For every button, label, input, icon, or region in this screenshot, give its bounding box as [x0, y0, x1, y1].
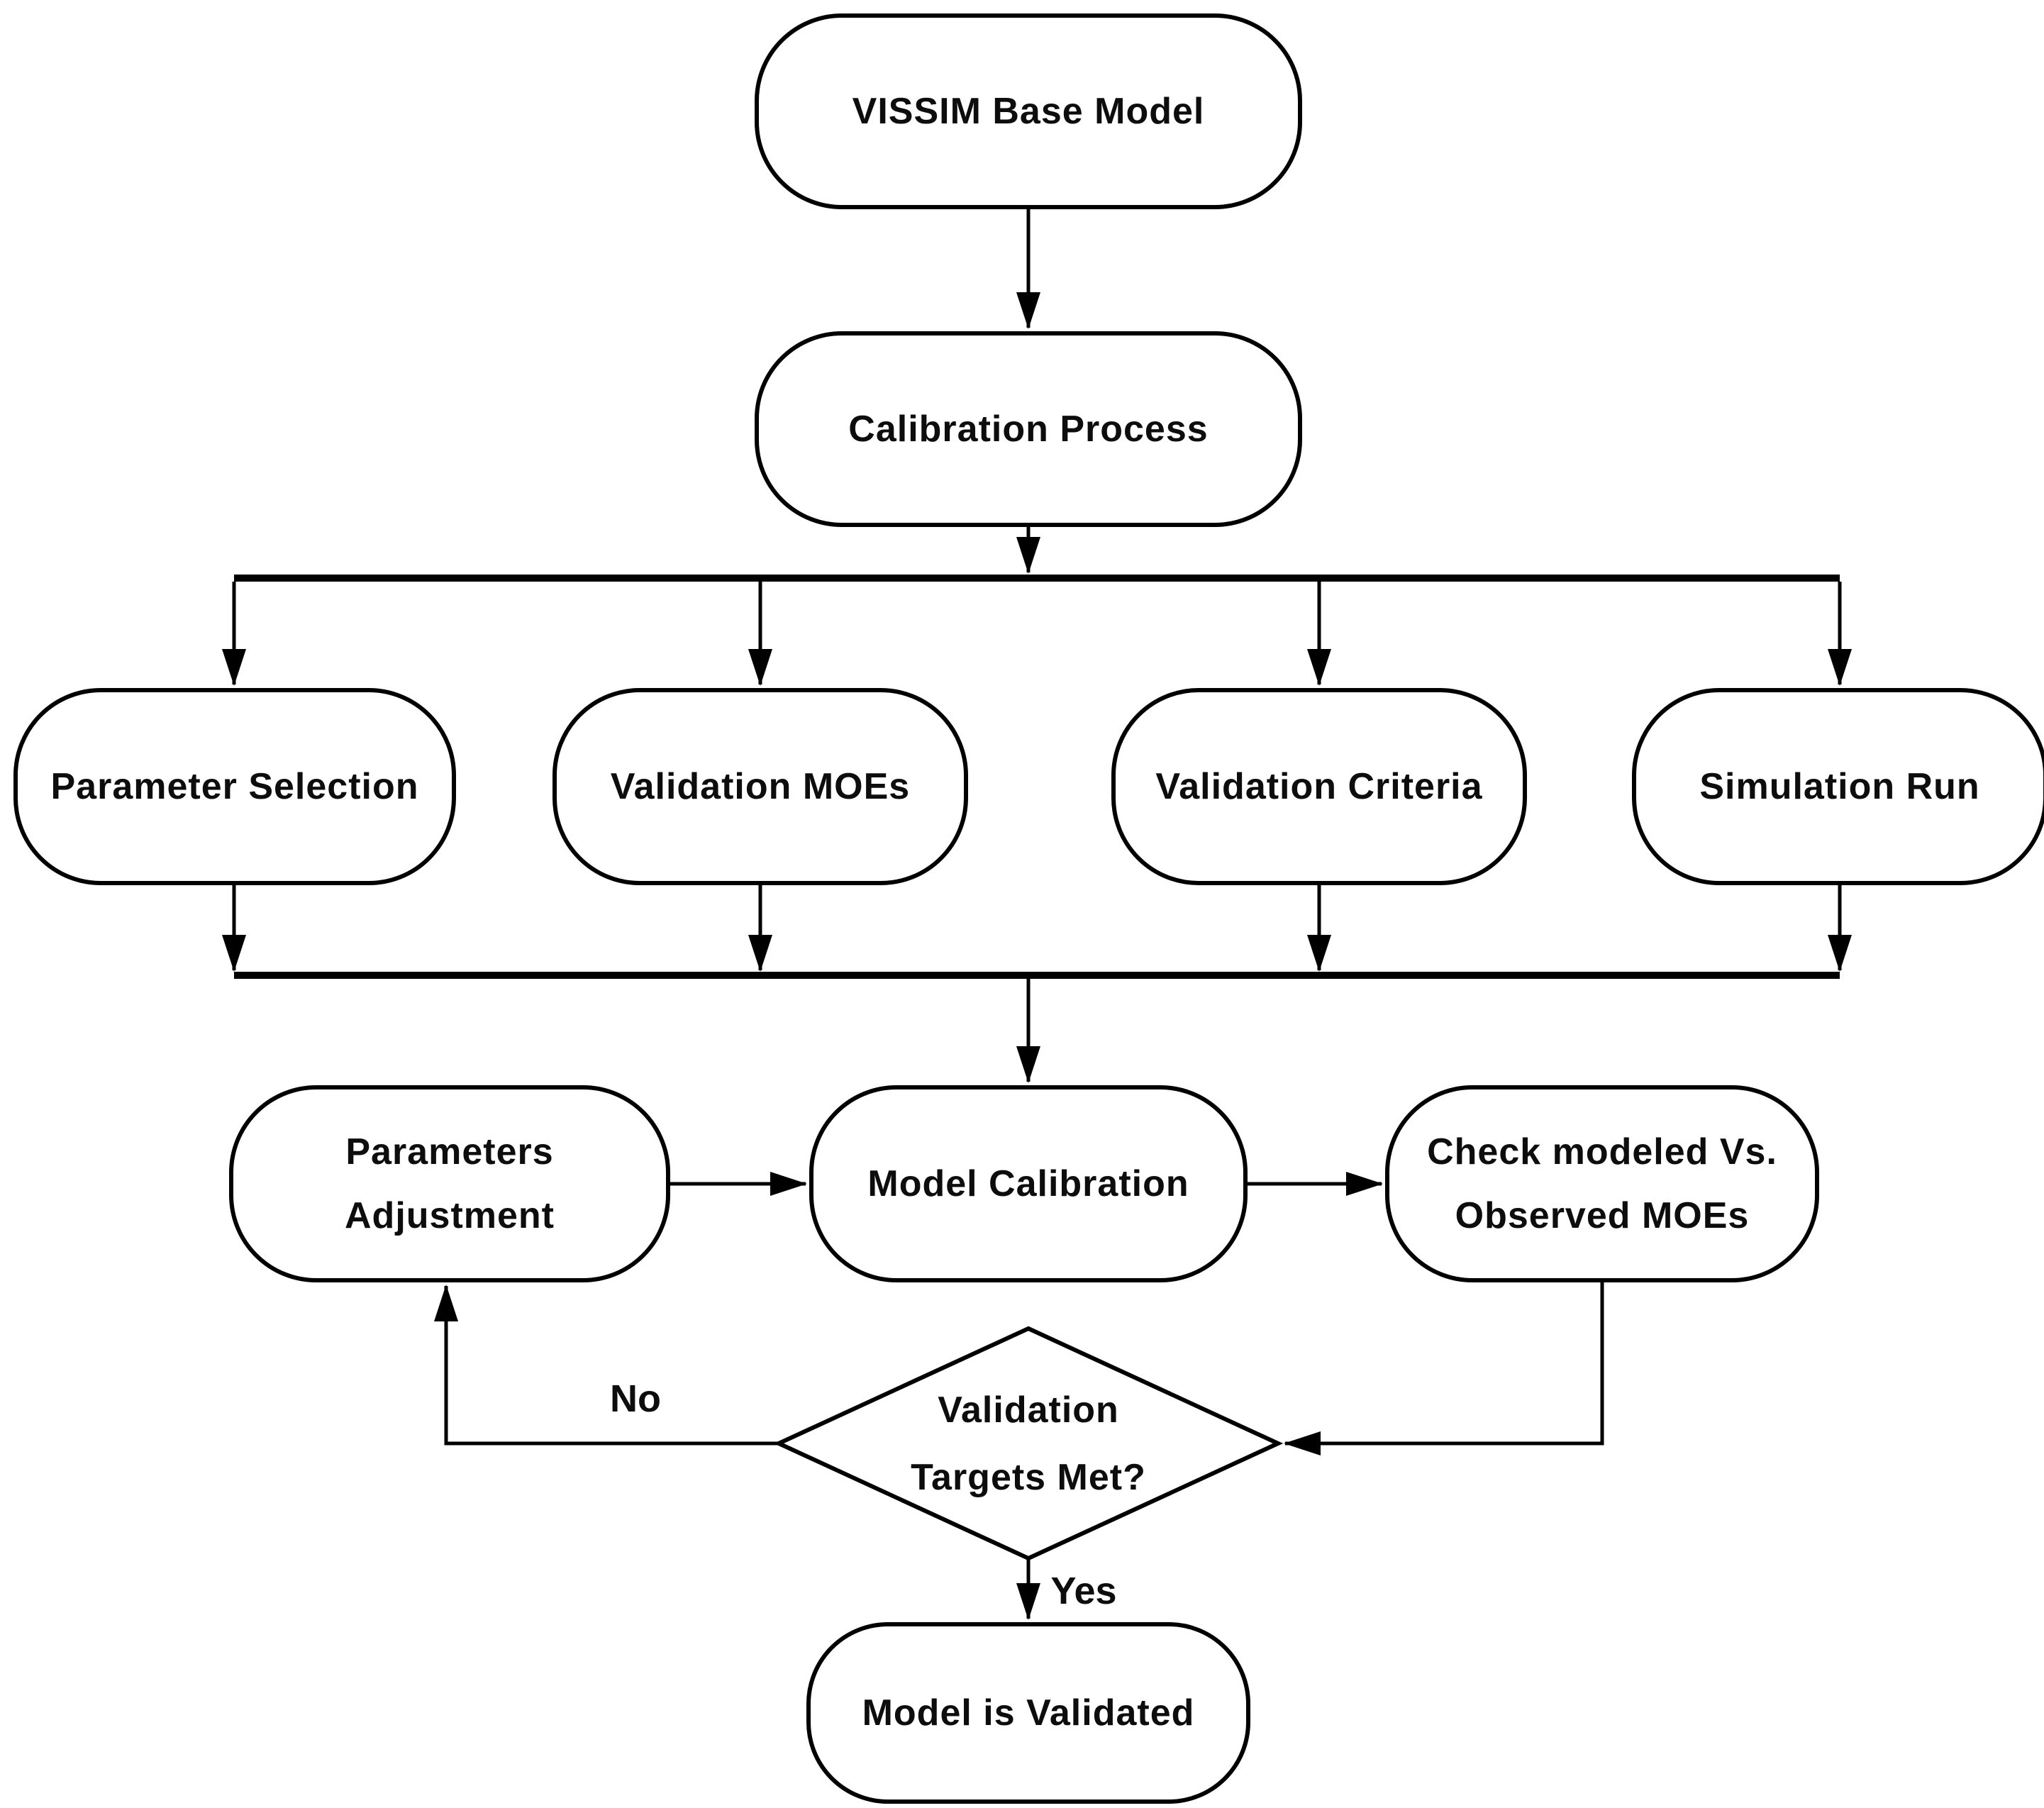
model-is-validated-shape: [806, 1622, 1250, 1804]
vissim-base-model-shape: [755, 13, 1302, 209]
simulation-run-label: Simulation Run: [1699, 766, 1979, 807]
validation-criteria-shape: [1111, 688, 1527, 885]
parameters-adjustment-shape: [229, 1085, 670, 1282]
vissim-base-model-label: VISSIM Base Model: [852, 91, 1205, 132]
check-modeled-vs-observed-shape: [1385, 1085, 1819, 1282]
model-calibration-shape: [809, 1085, 1248, 1282]
node-validation-criteria: Validation Criteria: [1111, 688, 1527, 885]
parameters-adjustment-label-line2: Adjustment: [345, 1195, 555, 1236]
validation-targets-met-label-line1: Validation: [938, 1390, 1119, 1431]
edge-decision-no-to-parameters-adjustment: [434, 1285, 779, 1446]
parameters-adjustment-label-line1: Parameters: [345, 1131, 553, 1172]
node-parameter-selection: Parameter Selection: [13, 688, 456, 885]
validation-criteria-label: Validation Criteria: [1155, 766, 1482, 807]
node-model-calibration: Model Calibration: [809, 1085, 1248, 1282]
parameter-selection-shape: [13, 688, 456, 885]
node-calibration-process: Calibration Process: [755, 331, 1302, 527]
node-check-modeled-vs-observed: Check modeled Vs. Observed MOEs: [1385, 1085, 1819, 1282]
edges: [222, 207, 1852, 1620]
node-validation-targets-met-decision: Validation Targets Met?: [773, 1326, 1284, 1561]
check-modeled-vs-observed-label-line2: Observed MOEs: [1455, 1195, 1750, 1236]
model-is-validated-label: Model is Validated: [862, 1692, 1195, 1734]
edge-label-yes: Yes: [1050, 1570, 1116, 1612]
node-simulation-run: Simulation Run: [1632, 688, 2044, 885]
parameter-selection-label: Parameter Selection: [50, 766, 418, 807]
node-vissim-base-model: VISSIM Base Model: [755, 13, 1302, 209]
validation-targets-met-shape: [773, 1326, 1284, 1561]
calibration-process-shape: [755, 331, 1302, 527]
node-validation-moes: Validation MOEs: [552, 688, 968, 885]
edge-check-moes-to-decision: [1284, 1280, 1604, 1455]
simulation-run-shape: [1632, 688, 2044, 885]
validation-targets-met-label-line2: Targets Met?: [911, 1457, 1146, 1498]
check-modeled-vs-observed-label-line1: Check modeled Vs.: [1427, 1131, 1777, 1172]
validation-moes-label: Validation MOEs: [611, 766, 910, 807]
model-calibration-label: Model Calibration: [867, 1163, 1189, 1204]
edge-label-no: No: [610, 1377, 661, 1420]
node-model-is-validated: Model is Validated: [806, 1622, 1250, 1804]
validation-moes-shape: [552, 688, 968, 885]
node-parameters-adjustment: Parameters Adjustment: [229, 1085, 670, 1282]
calibration-process-label: Calibration Process: [848, 409, 1208, 450]
